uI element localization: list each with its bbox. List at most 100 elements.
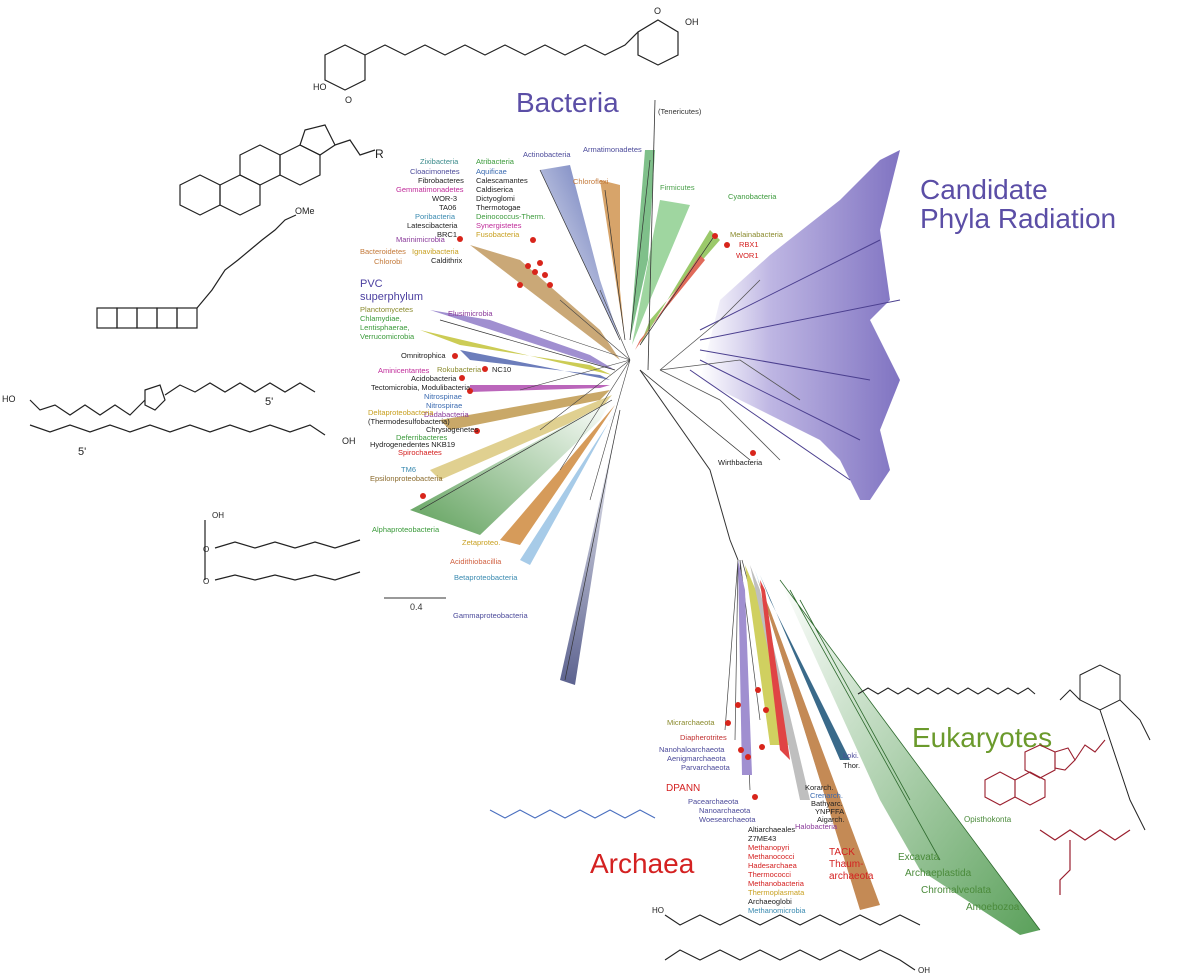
label-planctomycetes: Planctomycetes	[360, 305, 413, 314]
archaea-labels: Micrarchaeota Diapherotrites Nanohaloarc…	[659, 718, 874, 915]
label-zetaproteo: Zetaproteo.	[462, 538, 500, 547]
label-chlamydiae: Chlamydiae,	[360, 314, 402, 323]
label-rokubacteria: Rokubacteria	[437, 365, 482, 374]
label-fusobacteria: Fusobacteria	[476, 230, 520, 239]
label-hydrogenedentes: Hydrogenedentes NKB19	[370, 440, 455, 449]
label-chlorobi: Chlorobi	[374, 257, 402, 266]
label-tack-line1: TACK	[829, 847, 855, 858]
gdgt-ho: HO	[2, 394, 16, 404]
bacteria-labels: (Tenericutes) Armatimonadetes Actinobact…	[360, 107, 784, 620]
label-lentisphaerae: Lentisphaerae,	[360, 323, 410, 332]
label-micrarchaeota: Micrarchaeota	[667, 718, 715, 727]
label-verrucomicrobia: Verrucomicrobia	[360, 332, 415, 341]
label-woesearchaeota: Woesearchaeota	[699, 815, 756, 824]
gdgt-5prime-b: 5'	[78, 446, 86, 458]
label-methanomicrobia: Methanomicrobia	[748, 906, 806, 915]
archaeal-gdgt-ho: HO	[652, 906, 664, 915]
label-gemmatimonadetes: Gemmatimonadetes	[396, 185, 464, 194]
label-actinobacteria: Actinobacteria	[523, 150, 571, 159]
label-thor: Thor.	[843, 761, 860, 770]
label-tack-line2: Thaum-	[829, 859, 863, 870]
eukaryote-clade	[779, 579, 1041, 935]
label-wirthbacteria: Wirthbacteria	[718, 458, 763, 467]
alkane-chain-structure	[857, 687, 1036, 695]
cpr-title-line2: Phyla Radiation	[920, 203, 1116, 234]
gdgt-5prime-a: 5'	[265, 396, 273, 408]
chlorophyll-structure	[1059, 664, 1151, 831]
label-altiarchaeales: Altiarchaeales	[748, 825, 795, 834]
carotenoid-oh-right: OH	[685, 17, 699, 27]
ladderane-ome: OMe	[295, 206, 315, 216]
label-cyanobacteria: Cyanobacteria	[728, 192, 777, 201]
label-dictyoglomi: Dictyoglomi	[476, 194, 515, 203]
label-archaeplastida: Archaeplastida	[905, 868, 972, 879]
label-dpann: DPANN	[666, 783, 700, 794]
label-brc1: BRC1	[437, 230, 457, 239]
carotenoid-structure: HO OH O O	[313, 6, 699, 105]
label-chrysiogenetes: Chrysiogenetes	[426, 425, 478, 434]
label-nanoarchaeota: Nanoarchaeota	[699, 806, 751, 815]
label-methanopyri: Methanopyri	[748, 843, 790, 852]
label-firmicutes: Firmicutes	[660, 183, 695, 192]
isoprenoid-red-structure	[1039, 829, 1131, 895]
scale-bar-label: 0.4	[410, 602, 423, 612]
label-atribacteria: Atribacteria	[476, 157, 515, 166]
archaea-title: Archaea	[590, 848, 695, 879]
label-marinimicrobia: Marinimicrobia	[396, 235, 446, 244]
gdgt-oh: OH	[342, 436, 356, 446]
label-archaeoglobi: Archaeoglobi	[748, 897, 792, 906]
carotenoid-oh-left: HO	[313, 82, 327, 92]
label-alphaproteobacteria: Alphaproteobacteria	[372, 525, 440, 534]
archaeol-oh: OH	[212, 511, 224, 520]
label-rbx1: RBX1	[739, 240, 759, 249]
label-synergistetes: Synergistetes	[476, 221, 522, 230]
label-omnitrophica: Omnitrophica	[401, 351, 446, 360]
label-loki: Loki.	[843, 751, 859, 760]
label-excavata: Excavata	[898, 852, 940, 863]
label-methanobacteria: Methanobacteria	[748, 879, 805, 888]
label-pvc-line2: superphylum	[360, 291, 423, 303]
label-poribacteria: Poribacteria	[415, 212, 456, 221]
archaeal-gdgt-structure: HO OH	[652, 906, 930, 975]
label-thermotogae: Thermotogae	[476, 203, 521, 212]
label-aquificae: Aquificae	[476, 167, 507, 176]
label-tenericutes: (Tenericutes)	[658, 107, 702, 116]
label-tack-line3: archaeota	[829, 871, 874, 882]
label-pacearchaeota: Pacearchaeota	[688, 797, 739, 806]
hopanoid-r: R	[375, 147, 384, 161]
archaeol-o1: O	[203, 545, 209, 554]
label-methanococci: Methanococci	[748, 852, 795, 861]
archaeol-o2: O	[203, 577, 209, 586]
ladderane-structure: OMe	[96, 206, 315, 329]
label-caldithrix: Caldithrix	[431, 256, 463, 265]
bacteria-clades	[410, 99, 720, 685]
label-ynpffa: YNPFFA	[815, 807, 844, 816]
label-wor1: WOR1	[736, 251, 759, 260]
label-bathyarc: Bathyarc.	[811, 799, 843, 808]
label-nc10: NC10	[492, 365, 511, 374]
label-pvc-line1: PVC	[360, 278, 383, 290]
label-gammaproteobacteria: Gammaproteobacteria	[453, 611, 528, 620]
label-fibrobacteres: Fibrobacteres	[418, 176, 464, 185]
label-tectomicrobia: Tectomicrobia, Modulibacteria	[371, 383, 471, 392]
gdgt-bacterial-structure: HO OH 5' 5'	[2, 382, 356, 458]
label-deltaproteobacteria: Deltaproteobacteria	[368, 408, 434, 417]
label-caldiserica: Caldiserica	[476, 185, 514, 194]
label-ignavibacteria: Ignavibacteria	[412, 247, 460, 256]
eukaryotes-title: Eukaryotes	[912, 722, 1052, 753]
label-bacteroidetes: Bacteroidetes	[360, 247, 406, 256]
bacteria-title: Bacteria	[516, 87, 619, 118]
carotenoid-o-left: O	[345, 95, 352, 105]
label-zixibacteria: Zixibacteria	[420, 157, 459, 166]
eukaryote-labels: Opisthokonta Excavata Archaeplastida Chr…	[898, 815, 1020, 913]
label-opisthokonta: Opisthokonta	[964, 815, 1012, 824]
archaeol-structure: OH O O	[203, 511, 361, 586]
label-parvarchaeota: Parvarchaeota	[681, 763, 731, 772]
tree-trunk	[639, 369, 751, 561]
label-hadesarchaea: Hadesarchaea	[748, 861, 798, 870]
label-aminicentantes: Aminicentantes	[378, 366, 430, 375]
label-tm6: TM6	[401, 465, 416, 474]
hopanoid-structure: R	[179, 124, 384, 216]
label-deferribacteres: Deferribacteres	[396, 433, 448, 442]
label-epsilonproteobacteria: Epsilonproteobacteria	[370, 474, 443, 483]
